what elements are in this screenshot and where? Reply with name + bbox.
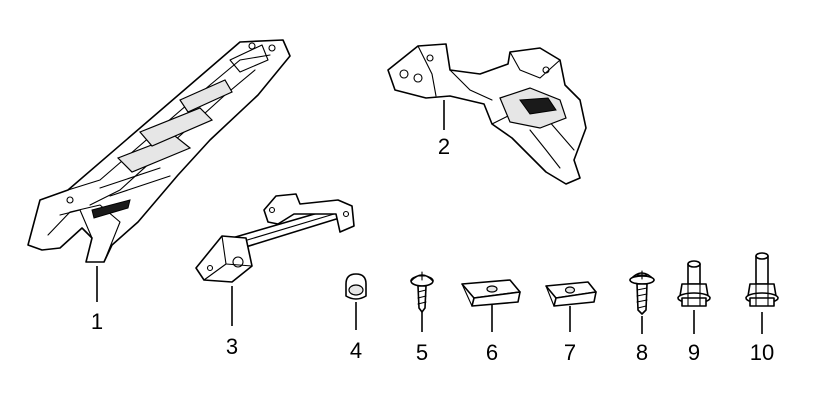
- callout-6: 6: [486, 340, 498, 365]
- part-10-flange-bolt[interactable]: [745, 252, 779, 307]
- part-3-crossbar-bracket[interactable]: [195, 193, 355, 283]
- callout-1: 1: [91, 309, 103, 334]
- part-2-license-bracket[interactable]: [387, 43, 587, 185]
- callout-7: 7: [564, 340, 576, 365]
- part-4-grommet[interactable]: [345, 273, 367, 300]
- callout-4: 4: [350, 338, 362, 363]
- callout-10: 10: [750, 340, 774, 365]
- part-8-pan-screw[interactable]: [629, 270, 655, 315]
- callout-2: 2: [438, 134, 450, 159]
- part-1-rear-undertray[interactable]: [27, 39, 291, 263]
- callout-8: 8: [636, 340, 648, 365]
- callout-9: 9: [688, 340, 700, 365]
- part-7-clip-nut[interactable]: [545, 281, 597, 307]
- part-5-flange-screw[interactable]: [410, 271, 434, 313]
- part-6-clip-nut[interactable]: [461, 279, 521, 307]
- callout-3: 3: [226, 334, 238, 359]
- part-9-flange-bolt[interactable]: [677, 260, 711, 307]
- callout-5: 5: [416, 340, 428, 365]
